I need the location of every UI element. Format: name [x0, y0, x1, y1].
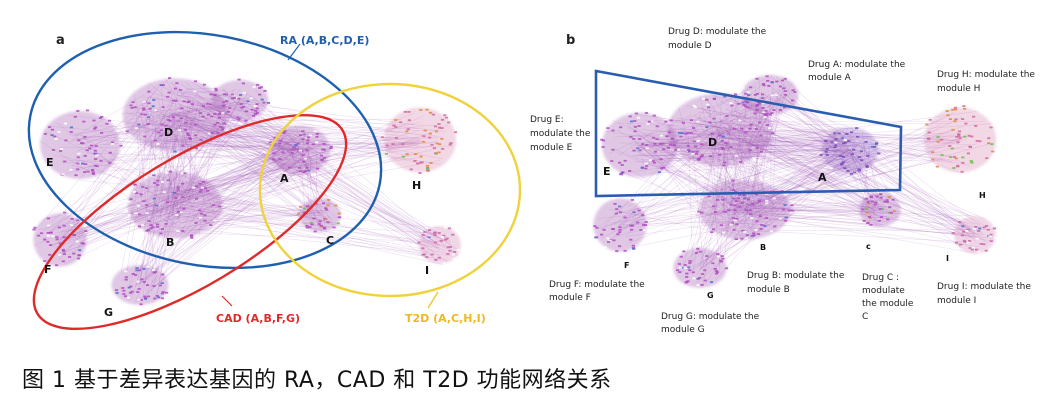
drug-i-note: Drug I: modulate the module I — [937, 282, 1034, 306]
module-d-label-b: D — [708, 136, 717, 149]
network-nodes — [819, 127, 881, 175]
module-a-label: A — [280, 172, 289, 185]
t2d-pointer — [427, 291, 439, 309]
network-nodes — [593, 197, 648, 252]
network-nodes — [741, 75, 797, 117]
ra-pointer — [287, 43, 301, 61]
module-b-label: B — [166, 236, 174, 249]
module-a-label-b: A — [818, 171, 827, 184]
panel-a-label: a — [56, 33, 65, 48]
network-nodes — [417, 226, 460, 265]
cad-set-label: CAD (A,B,F,G) — [216, 312, 300, 325]
module-d-label: D — [164, 126, 173, 139]
drug-h-note: Drug H: modulate the module H — [937, 70, 1038, 94]
network-nodes — [209, 78, 270, 122]
panel-b-label: b — [566, 33, 575, 48]
module-c-label: C — [326, 234, 334, 247]
drug-c-note: Drug C : modulate the module C — [862, 273, 916, 322]
ra-ellipse — [27, 30, 383, 270]
network-cluster — [667, 93, 773, 167]
module-h-label: H — [412, 179, 421, 192]
module-e-label-b: E — [603, 165, 611, 178]
drug-a-note: Drug A: modulate the module A — [808, 60, 908, 83]
module-i-label: I — [425, 264, 429, 277]
network-nodes — [125, 77, 230, 154]
network-nodes — [861, 193, 897, 226]
network-nodes — [268, 130, 333, 174]
module-f-label-b: F — [624, 261, 629, 270]
panel-a: a RA (A,B,C,D,E) CAD (A,B,F,G) T2D (A,C,… — [27, 30, 522, 331]
cad-ellipse — [32, 113, 348, 331]
module-b-label-b: B — [760, 243, 766, 252]
network-nodes — [925, 105, 995, 173]
network-nodes — [114, 265, 169, 306]
module-g-label-b: G — [707, 291, 714, 300]
t2d-ellipse — [258, 82, 522, 298]
cad-pointer — [221, 295, 233, 307]
drug-d-note: Drug D: modulate the module D — [668, 27, 769, 51]
network-nodes — [32, 211, 88, 267]
network-cluster — [419, 226, 461, 264]
network-cluster — [821, 127, 879, 173]
network-cluster — [122, 78, 228, 152]
network-nodes — [676, 247, 729, 290]
network-cluster — [111, 265, 169, 305]
network-cluster — [40, 111, 120, 179]
network-nodes — [951, 221, 997, 253]
network-edges — [598, 74, 997, 288]
network-nodes — [124, 170, 222, 239]
drug-target-box — [594, 69, 903, 198]
drug-g-note: Drug G: modulate the module G — [661, 312, 762, 335]
figure-caption: 图 1 基于差异表达基因的 RA，CAD 和 T2D 功能网络关系 — [22, 368, 612, 393]
module-i-label-b: I — [946, 254, 949, 263]
drug-f-note: Drug F: modulate the module F — [549, 280, 648, 303]
module-h-label-b: H — [979, 191, 986, 200]
module-f-label: F — [44, 263, 52, 276]
module-e-label: E — [46, 156, 54, 169]
module-g-label: G — [104, 306, 113, 319]
network-cluster — [299, 198, 341, 232]
ra-set-label: RA (A,B,C,D,E) — [280, 34, 369, 47]
network-cluster — [923, 107, 997, 173]
network-nodes — [43, 109, 123, 177]
panel-b: b A B c D E F G H I Drug D: modulate the… — [530, 27, 1038, 335]
network-cluster — [673, 248, 727, 288]
panel-a-network — [32, 77, 461, 306]
network-nodes — [380, 108, 458, 174]
drug-b-note: Drug B: modulate the module B — [747, 271, 847, 295]
t2d-set-label: T2D (A,C,H,I) — [405, 312, 486, 325]
network-cluster — [602, 112, 678, 178]
drug-e-note: Drug E: modulate the module E — [530, 115, 593, 153]
network-nodes — [600, 112, 681, 176]
module-c-label-b: c — [866, 242, 871, 251]
network-cluster — [127, 171, 223, 239]
